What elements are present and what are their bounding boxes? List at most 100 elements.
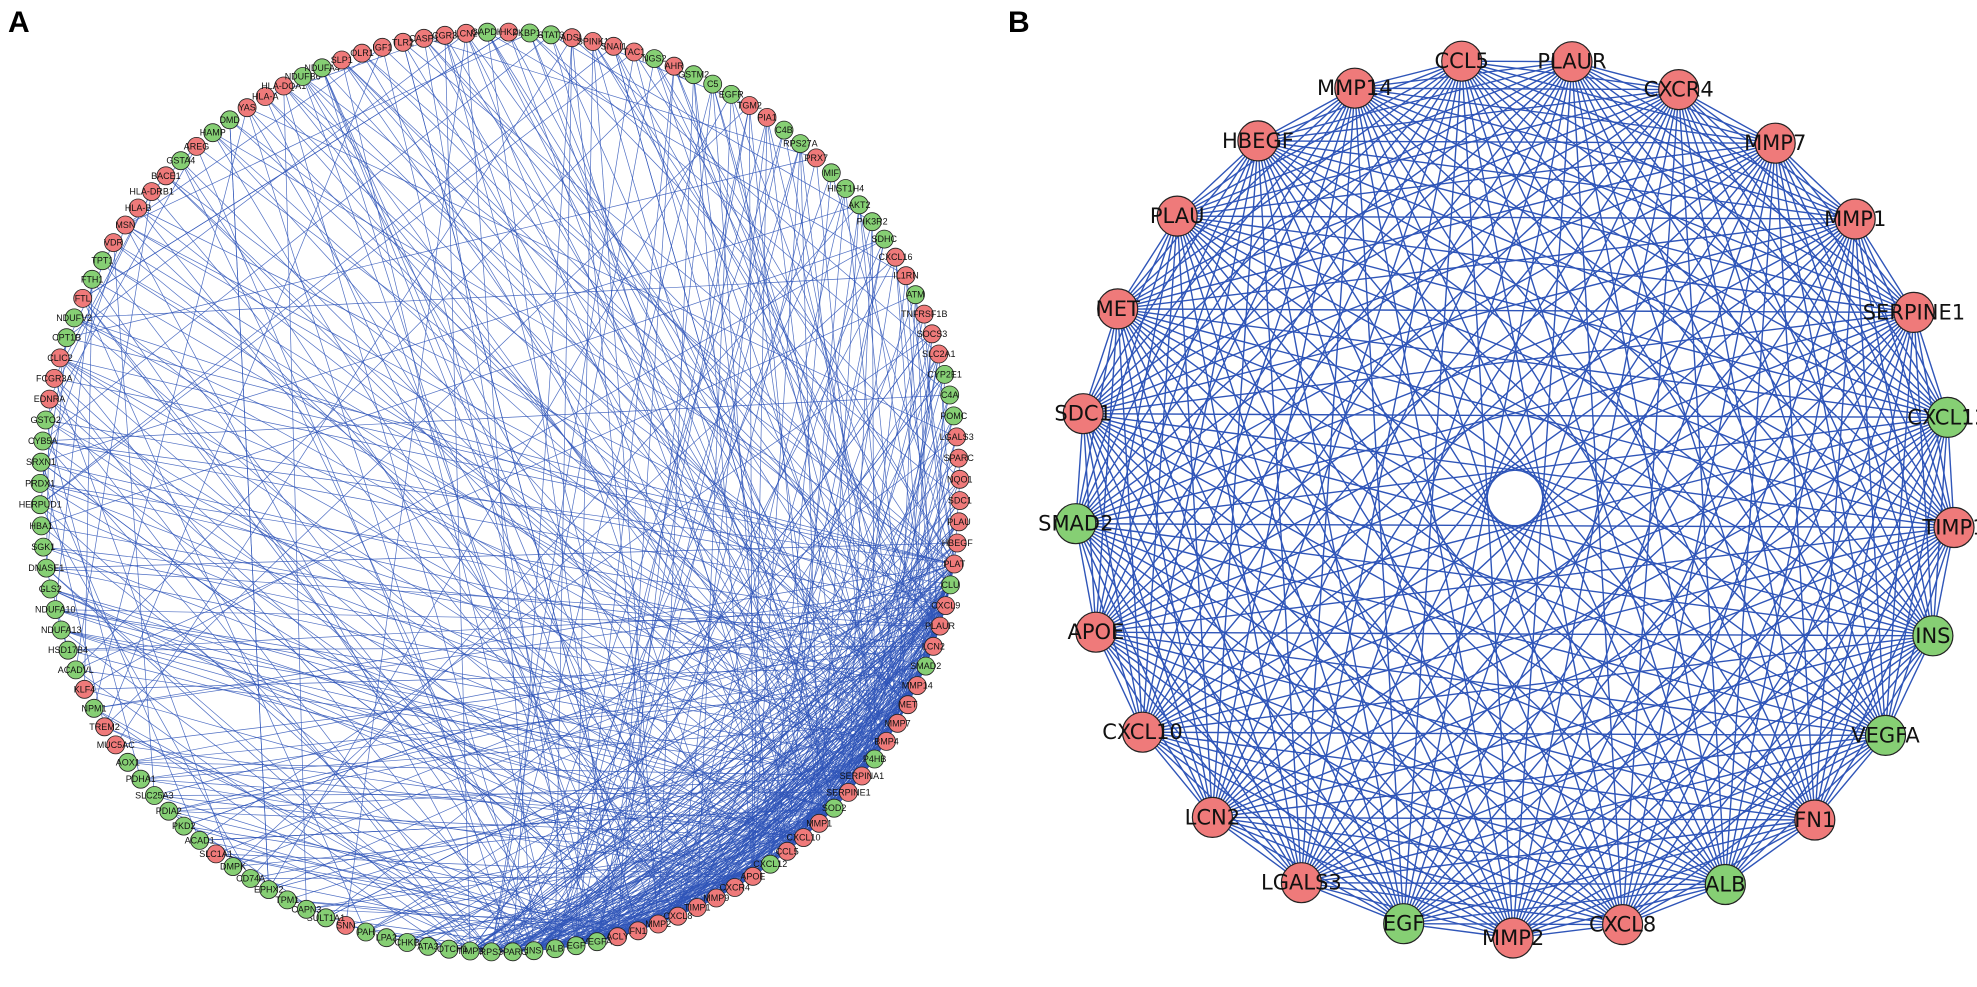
edge-a [715,415,955,899]
edge-b [1257,88,1679,142]
edge-a [283,85,535,951]
edge-a [180,160,679,917]
node-a-label: FTH1 [81,274,104,284]
edge-b [1354,87,1776,144]
edge-a [491,863,771,953]
node-a-label: SMAD2 [910,661,941,671]
edge-a [858,204,934,647]
node-b-circle [1156,195,1198,237]
node-a-circle [73,288,93,308]
node-a-circle [862,212,882,232]
node-a-circle [64,308,84,328]
edge-b [1403,61,1463,924]
edge-a [42,440,698,908]
node-a-circle [44,368,64,388]
edge-b [1075,416,1948,525]
edge-b [1075,523,1726,886]
node-a-label: SDC1 [948,496,972,506]
edge-a [406,722,898,943]
node-a-circle [524,941,544,961]
edge-b [1512,734,1886,939]
edge-a [325,605,946,919]
node-b-circle [1754,122,1796,164]
node-b-label: HBEGF [1222,129,1294,153]
edge-a [321,67,698,908]
node-a-circle [935,364,955,384]
edge-a [382,47,598,942]
edge-b [1082,413,1405,925]
edge-a [42,440,955,565]
node-a-label: TGM2 [737,101,762,111]
edge-b [1678,89,1726,885]
node-a-circle [51,620,71,640]
edge-a [283,85,946,606]
edge-b [1095,631,1933,637]
edge-a [830,172,955,565]
edge-a [769,172,832,865]
node-a-circle [255,87,275,106]
node-b-label: SDC1 [1054,402,1112,426]
edge-a [42,440,946,606]
edge-b [1075,523,1624,926]
node-b-circle [1834,198,1876,240]
node-a-label: PIK3R2 [857,217,888,227]
edge-a [406,625,941,943]
node-a-label: ACLY [606,932,629,942]
edge-a [341,59,934,647]
edge-a [54,378,492,953]
edge-a [127,761,862,777]
node-a-label: SNN [336,920,355,930]
node-a-circle [312,58,332,78]
edge-b [1095,631,1623,926]
edge-a [365,625,941,933]
node-b-circle [1062,393,1104,435]
node-a-label: AKT2 [848,200,871,210]
edge-a [716,584,951,899]
edge-a [402,42,639,931]
node-a-circle [874,229,894,249]
edge-a [361,52,941,627]
edge-b [1461,60,1816,821]
node-a-circle [33,431,53,451]
node-a-circle [916,656,936,676]
edge-a [268,722,898,890]
node-a-label: SOD2 [822,803,847,813]
edge-b [1403,883,1726,925]
edge-a [50,588,717,899]
edge-a [84,238,885,690]
node-a-circle [352,43,372,63]
edge-a [82,298,367,933]
node-b-circle [1794,799,1836,841]
node-a-circle [128,198,148,218]
node-a-label: TIMP1 [684,903,711,913]
edge-a [66,337,955,565]
edge-b [1095,631,1886,737]
node-a-circle [36,558,56,578]
node-a-label: CCL5 [776,846,799,856]
node-a-circle [740,96,759,115]
node-b-circle [1121,711,1164,753]
node-a-label: SPINK1 [577,37,609,47]
edge-a [232,256,896,867]
edge-b [1176,215,1514,939]
edge-b [1774,143,1887,736]
node-a-label: PLAT [943,559,965,569]
node-a-label: APOE [740,871,765,881]
node-a-circle [944,554,964,574]
node-a-circle [896,266,916,286]
edge-b [1177,215,1948,419]
edges-b [1075,60,1955,939]
edge-b [1461,61,1514,939]
edge-a [283,85,909,705]
edge-a [140,722,898,780]
node-a-circle [703,74,723,94]
edge-a [46,542,958,569]
edge-b [1512,142,1776,939]
edge-a [154,795,618,938]
edge-b [1095,89,1680,633]
node-a-label: PKD2 [172,821,196,831]
edge-a [74,275,907,319]
edge-b [1622,734,1886,926]
node-a-circle [332,50,352,70]
node-a-circle [223,857,243,876]
